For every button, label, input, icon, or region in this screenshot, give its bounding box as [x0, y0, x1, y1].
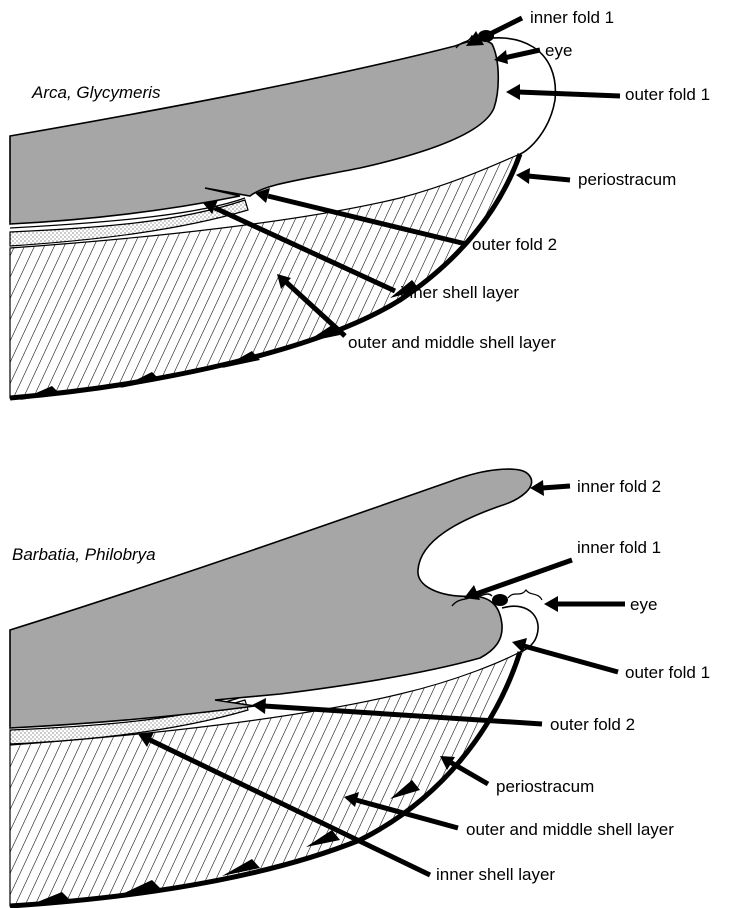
label-outer-middle-shell-layer-b: outer and middle shell layer	[466, 820, 674, 839]
label-inner-shell-layer-a: inner shell layer	[400, 283, 519, 302]
label-outer-fold-2-b: outer fold 2	[550, 715, 635, 734]
label-outer-fold-1-a: outer fold 1	[625, 85, 710, 104]
label-periostracum-b: periostracum	[496, 777, 594, 796]
genus-label-1: Arca, Glycymeris	[31, 83, 161, 102]
label-inner-fold-1-a: inner fold 1	[530, 8, 614, 27]
eye-2	[492, 594, 508, 606]
label-eye-a: eye	[545, 41, 572, 60]
panel-1: Arca, Glycymeris inner fold 1 eye outer …	[10, 8, 710, 400]
label-inner-fold-2-b: inner fold 2	[577, 477, 661, 496]
label-inner-fold-1-b: inner fold 1	[577, 538, 661, 557]
label-outer-fold-2-a: outer fold 2	[472, 235, 557, 254]
label-periostracum-a: periostracum	[578, 170, 676, 189]
label-eye-b: eye	[630, 595, 657, 614]
label-outer-fold-1-b: outer fold 1	[625, 663, 710, 682]
label-inner-shell-layer-b: inner shell layer	[436, 865, 555, 884]
panel-2: Barbatia, Philobrya inner fold 2 inner f…	[10, 469, 710, 906]
label-outer-middle-shell-layer-a: outer and middle shell layer	[348, 333, 556, 352]
genus-label-2: Barbatia, Philobrya	[12, 545, 156, 564]
